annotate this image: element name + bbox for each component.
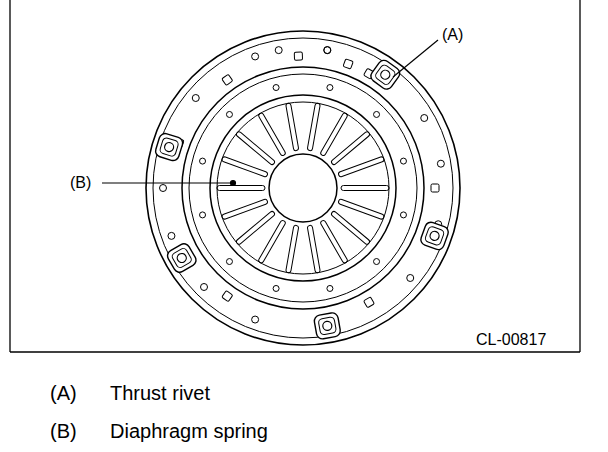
part-name: Diaphragm spring bbox=[110, 421, 268, 441]
diaphragm-slot bbox=[320, 112, 348, 156]
bolt-hole bbox=[327, 85, 333, 91]
rivet-boss bbox=[419, 221, 450, 252]
bolt-hole bbox=[200, 212, 206, 218]
bolt-hole bbox=[327, 285, 333, 291]
flange-slot bbox=[222, 291, 233, 302]
cover-body-step bbox=[189, 74, 417, 302]
diaphragm-slot bbox=[221, 156, 268, 177]
flange-hole bbox=[168, 232, 175, 239]
diaphragm-slot bbox=[236, 211, 276, 246]
diaphragm-slot bbox=[338, 156, 385, 177]
bolt-hole bbox=[400, 212, 406, 218]
diaphragm-slot bbox=[217, 186, 265, 191]
leader-line bbox=[393, 40, 438, 77]
figure-code: CL-00817 bbox=[476, 332, 546, 348]
rivet-seat bbox=[159, 137, 179, 157]
diaphragm-slot bbox=[286, 225, 299, 273]
cover-flange-edge bbox=[146, 31, 460, 345]
diaphragm-finger-root bbox=[217, 102, 389, 274]
diaphragm-slot bbox=[331, 211, 371, 246]
thrust-rivet bbox=[419, 221, 450, 252]
rivet-head bbox=[163, 141, 174, 152]
diaphragm-slot bbox=[221, 199, 268, 220]
bolt-hole bbox=[273, 285, 279, 291]
flange-hole bbox=[275, 47, 282, 54]
rivet-seat bbox=[171, 247, 193, 269]
rivet-head bbox=[322, 321, 332, 331]
flange-slot bbox=[222, 74, 233, 85]
diaphragm-slot bbox=[236, 131, 276, 166]
bolt-hole bbox=[374, 259, 380, 265]
rivet-seat bbox=[374, 64, 396, 86]
callout-letter: (B) bbox=[70, 175, 91, 191]
legend-letter: (B) bbox=[50, 421, 77, 441]
diaphragm-slot bbox=[341, 186, 389, 191]
thrust-rivet bbox=[313, 312, 341, 340]
flange-hole bbox=[192, 95, 199, 102]
rivet-head bbox=[379, 68, 392, 81]
flange-hole bbox=[407, 274, 414, 281]
flange-hole bbox=[160, 185, 167, 192]
flange-hole bbox=[252, 53, 259, 60]
thrust-rivet bbox=[369, 58, 403, 92]
rivet-boss bbox=[165, 242, 198, 275]
flange-hole bbox=[324, 47, 331, 54]
flange-slot bbox=[431, 184, 439, 192]
frame-line bbox=[9, 0, 10, 352]
bolt-hole bbox=[200, 158, 206, 164]
bolt-hole bbox=[374, 111, 380, 117]
legend-letter: (A) bbox=[50, 383, 77, 403]
diaphragm-slot bbox=[307, 225, 320, 273]
diaphragm-slot bbox=[338, 199, 385, 220]
bolt-hole bbox=[226, 111, 232, 117]
rivet-head bbox=[429, 230, 441, 242]
flange-slot bbox=[364, 297, 375, 308]
leader-line bbox=[102, 182, 232, 183]
flange-hole bbox=[437, 160, 444, 167]
bolt-hole bbox=[400, 158, 406, 164]
leader-dot bbox=[231, 181, 236, 186]
callout-letter: (A) bbox=[442, 27, 463, 43]
frame-line bbox=[579, 0, 580, 352]
diaphragm-slot bbox=[320, 220, 348, 264]
diaphragm-slot bbox=[258, 112, 286, 156]
diaphragm-center-hole bbox=[269, 154, 337, 222]
bolt-hole bbox=[226, 259, 232, 265]
cover-flange-rim bbox=[153, 38, 453, 338]
flange-hole bbox=[252, 316, 259, 323]
rivet-seat bbox=[424, 226, 445, 247]
bolt-hole bbox=[273, 85, 279, 91]
rivet-boss bbox=[369, 58, 403, 92]
thrust-rivet bbox=[165, 242, 198, 275]
diaphragm-slot bbox=[307, 103, 320, 151]
flange-hole bbox=[201, 283, 208, 290]
rivet-head bbox=[176, 252, 188, 264]
diaphragm-slot bbox=[258, 220, 286, 264]
flange-slot bbox=[343, 59, 353, 69]
part-name: Thrust rivet bbox=[110, 383, 210, 403]
rivet-seat bbox=[318, 317, 337, 336]
diaphragm-outer-edge bbox=[210, 95, 396, 281]
frame-line bbox=[10, 351, 580, 352]
flange-slot bbox=[294, 52, 302, 60]
diaphragm-slot bbox=[331, 131, 371, 166]
diaphragm-slot bbox=[286, 103, 299, 151]
flange-hole bbox=[421, 115, 428, 122]
rivet-boss bbox=[313, 312, 341, 340]
rivet-boss bbox=[154, 132, 184, 162]
flange-hole bbox=[324, 47, 331, 54]
cover-body-edge bbox=[182, 67, 424, 309]
thrust-rivet bbox=[154, 132, 184, 162]
